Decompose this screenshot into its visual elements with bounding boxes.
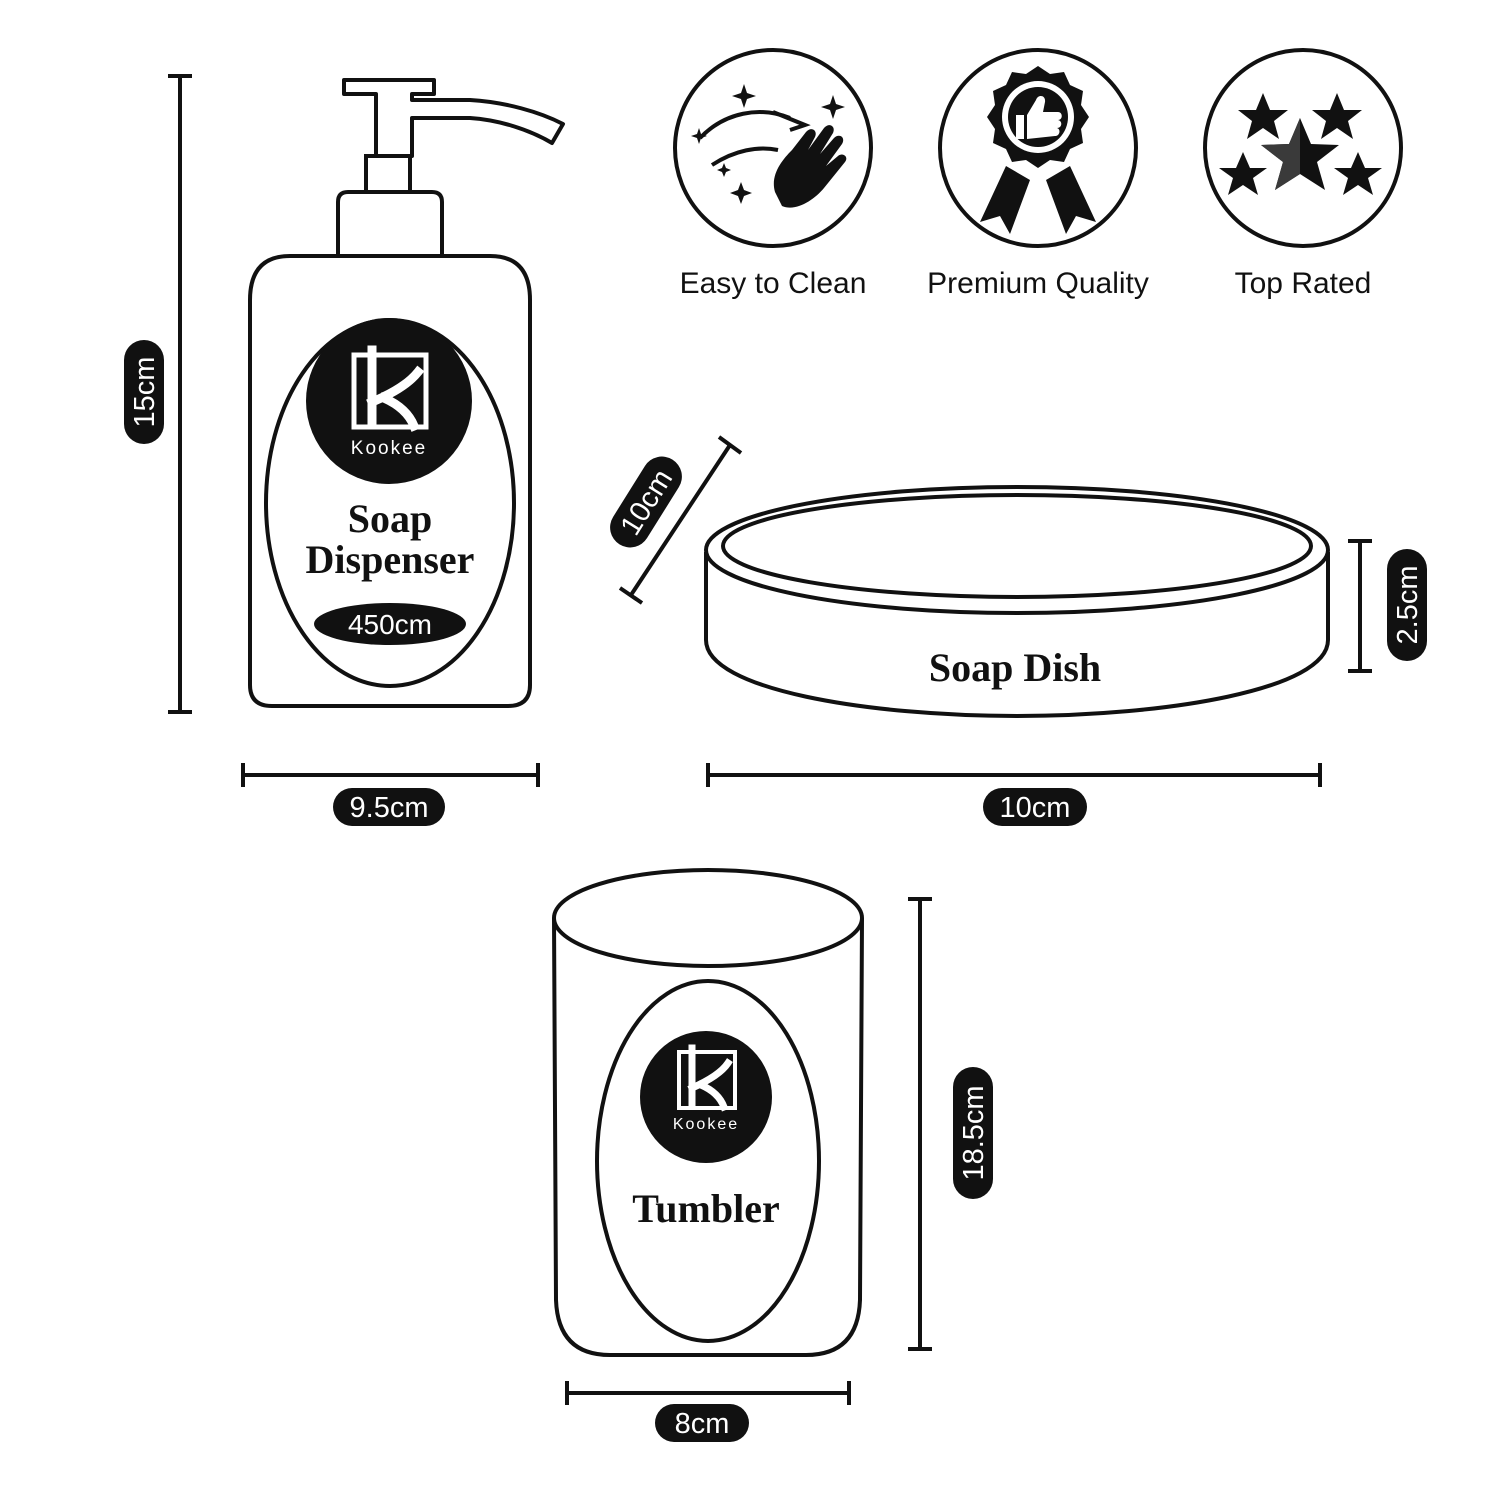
- feature-easy-to-clean: Easy to Clean: [673, 48, 873, 300]
- dispenser-width-dimension: [241, 763, 540, 787]
- tumbler-brand-logo: Kookee: [640, 1031, 772, 1163]
- dish-width-badge: 10cm: [983, 788, 1087, 826]
- tumbler-width-badge: 8cm: [655, 1404, 749, 1442]
- dish-inner-rim: [721, 493, 1313, 599]
- feature-label-top-rated: Top Rated: [1235, 267, 1372, 300]
- dispenser-stem: [364, 154, 412, 194]
- tumbler-height-badge: 18.5cm: [953, 1067, 993, 1199]
- dispenser-brand-name: Kookee: [351, 438, 427, 459]
- dispenser-volume: 450cm: [348, 609, 432, 640]
- dispenser-body: [248, 254, 532, 708]
- tumbler-width-dimension: [565, 1381, 851, 1405]
- soap-dish: [704, 485, 1330, 719]
- tumbler-rim: [552, 868, 864, 968]
- dish-outer-rim: [704, 485, 1330, 615]
- dispenser-height-dimension: [168, 74, 192, 714]
- dispenser-height-badge: 15cm: [124, 340, 164, 444]
- dish-body: [704, 552, 1330, 719]
- tumbler-brand-name: Kookee: [673, 1116, 739, 1133]
- dispenser-title-line2: Dispenser: [306, 537, 475, 582]
- dispenser-neck: [336, 190, 444, 256]
- feature-label-easy-to-clean: Easy to Clean: [680, 267, 867, 300]
- dispenser-height-label: 15cm: [129, 357, 161, 428]
- dish-width-label: 10cm: [1000, 792, 1071, 824]
- dish-height-label: 2.5cm: [1392, 566, 1424, 645]
- dish-height-dimension: [1348, 539, 1372, 673]
- tumbler-height-dimension: [908, 897, 932, 1351]
- tumbler-body: [552, 917, 864, 1357]
- cleaning-hand-icon: [691, 84, 847, 208]
- tumbler-label-oval: [595, 979, 821, 1343]
- tumbler: [552, 868, 864, 1357]
- dish-depth-badge: 10cm: [610, 456, 682, 548]
- dispenser-volume-badge: 450cm: [314, 603, 466, 645]
- tumbler-title: Tumbler: [632, 1186, 779, 1231]
- stars-icon: [1219, 93, 1382, 195]
- tumbler-width-label: 8cm: [675, 1408, 730, 1440]
- dispenser-width-label: 9.5cm: [350, 792, 429, 824]
- feature-premium-quality: Premium Quality: [927, 48, 1149, 300]
- dish-height-badge: 2.5cm: [1387, 549, 1427, 661]
- dish-width-dimension: [706, 763, 1322, 787]
- feature-top-rated: Top Rated: [1203, 48, 1403, 300]
- feature-label-premium-quality: Premium Quality: [927, 267, 1149, 300]
- dish-title: Soap Dish: [929, 645, 1101, 690]
- dispenser-pump-nozzle: [342, 78, 565, 158]
- dispenser-brand-logo: Kookee: [306, 318, 472, 484]
- tumbler-height-label: 18.5cm: [958, 1085, 990, 1180]
- dispenser-title-line1: Soap: [348, 496, 433, 541]
- quality-badge-icon: [980, 66, 1096, 234]
- dispenser-width-badge: 9.5cm: [333, 788, 445, 826]
- dish-depth-dimension: [618, 435, 743, 605]
